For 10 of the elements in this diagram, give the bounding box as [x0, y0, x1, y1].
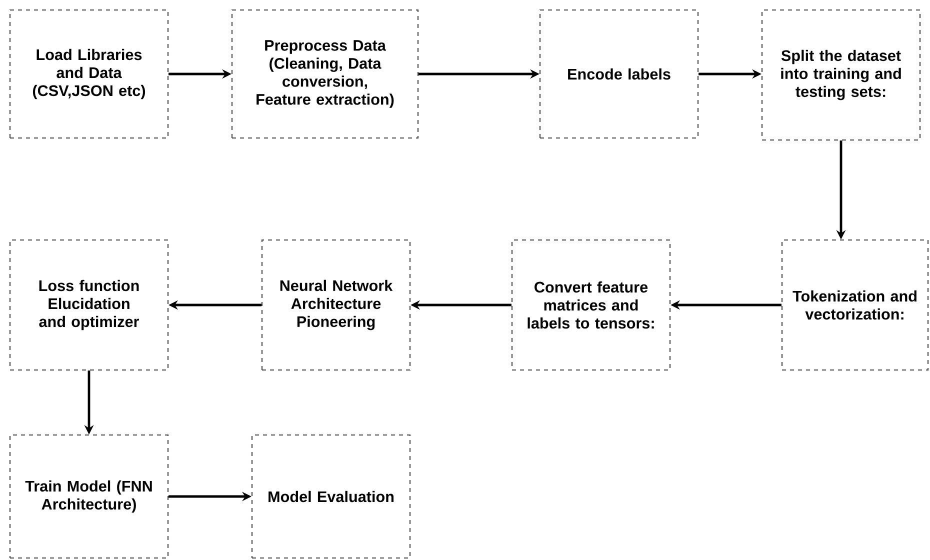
process-box: Tokenization and vectorization:	[781, 239, 929, 371]
process-box: Neural Network Architecture Pioneering	[261, 239, 411, 371]
process-box: Preprocess Data (Cleaning, Data conversion, Feature extraction)	[231, 9, 419, 139]
process-box: Encode labels	[539, 9, 699, 139]
process-box: Loss function Elucidation and optimizer	[9, 239, 169, 371]
process-box: Convert feature matrices and labels to tensors:	[511, 239, 671, 371]
process-box: Model Evaluation	[251, 434, 411, 559]
process-box: Load Libraries and Data (CSV,JSON etc)	[9, 9, 169, 139]
process-box: Train Model (FNN Architecture)	[9, 434, 169, 559]
process-box: Split the dataset into training and testing sets:	[761, 9, 921, 141]
